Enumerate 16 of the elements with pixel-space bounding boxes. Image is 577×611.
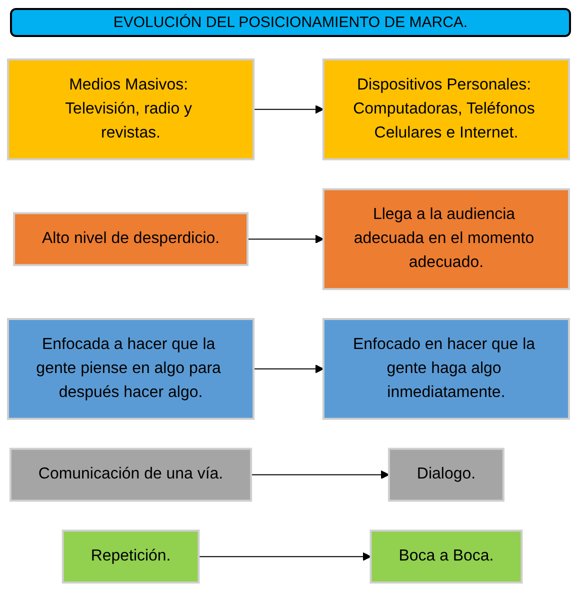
arrow [250,470,390,480]
node-box: Dispositivos Personales: Computadoras, Teléfonos Celulares e Internet. [322,58,570,160]
node-box: Enfocado en hacer que la gente haga algo inmediatamente. [322,318,570,420]
node-box: Medios Masivos: Televisión, radio y revistas. [6,58,255,160]
node-box: Boca a Boca. [370,530,523,584]
arrow [253,364,324,374]
title-banner: EVOLUCIÓN DEL POSICIONAMIENTO DE MARCA. [10,8,571,37]
node-box: Enfocada a hacer que la gente piense en algo para después hacer algo. [6,318,255,420]
node-box: Dialogo. [388,448,504,502]
node-box: Comunicación de una vía. [9,448,252,502]
arrow [253,104,324,114]
node-box: Llega a la audiencia adecuada en el momento adecuado. [322,188,570,290]
node-box: Alto nivel de desperdicio. [13,212,249,266]
arrow [247,234,324,244]
arrow [198,552,372,561]
node-box: Repetición. [62,530,200,584]
